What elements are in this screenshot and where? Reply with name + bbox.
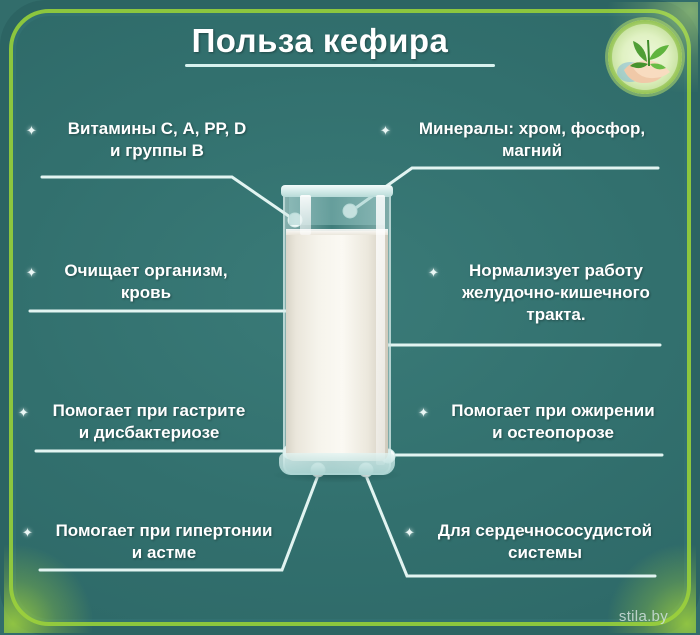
watermark: stila.by xyxy=(618,608,668,625)
glass-highlight-right xyxy=(376,195,385,465)
bullet-icon-gi-tract: ✦ xyxy=(428,265,439,280)
glass-base xyxy=(279,453,395,475)
page-title: Польза кефира xyxy=(191,22,449,59)
callout-cardio: Для сердечнососудистой системы xyxy=(437,521,653,562)
glass-of-kefir xyxy=(271,185,403,483)
hands-holding-plant-logo xyxy=(608,20,682,94)
title-underline xyxy=(185,64,495,67)
bullet-icon-cardio: ✦ xyxy=(404,525,415,540)
glass-rim xyxy=(281,185,393,197)
bullet-icon-obesity: ✦ xyxy=(418,405,429,420)
callout-minerals: Минералы: хром, фосфор, магний xyxy=(418,119,646,160)
glass-highlight-left xyxy=(300,195,311,235)
callout-hypertension: Помогает при гипертонии и астме xyxy=(55,521,273,562)
kefir-liquid xyxy=(286,231,388,461)
bullet-icon-cleansing: ✦ xyxy=(26,265,37,280)
callout-obesity: Помогает при ожирении и остеопорозе xyxy=(451,401,655,442)
kefir-surface xyxy=(286,229,388,235)
bullet-icon-hypertension: ✦ xyxy=(22,525,33,540)
callout-vitamins: Витамины С, А, РР, D и группы В xyxy=(67,119,247,160)
bullet-icon-vitamins: ✦ xyxy=(26,123,37,138)
bullet-icon-gastritis: ✦ xyxy=(18,405,29,420)
callout-cleansing: Очищает организм, кровь xyxy=(64,261,228,302)
logo-artwork xyxy=(608,20,682,94)
callout-gastritis: Помогает при гастрите и дисбактериозе xyxy=(52,401,246,442)
callout-gi-tract: Нормализует работу желудочно-кишечного т… xyxy=(462,261,650,324)
bullet-icon-minerals: ✦ xyxy=(380,123,391,138)
